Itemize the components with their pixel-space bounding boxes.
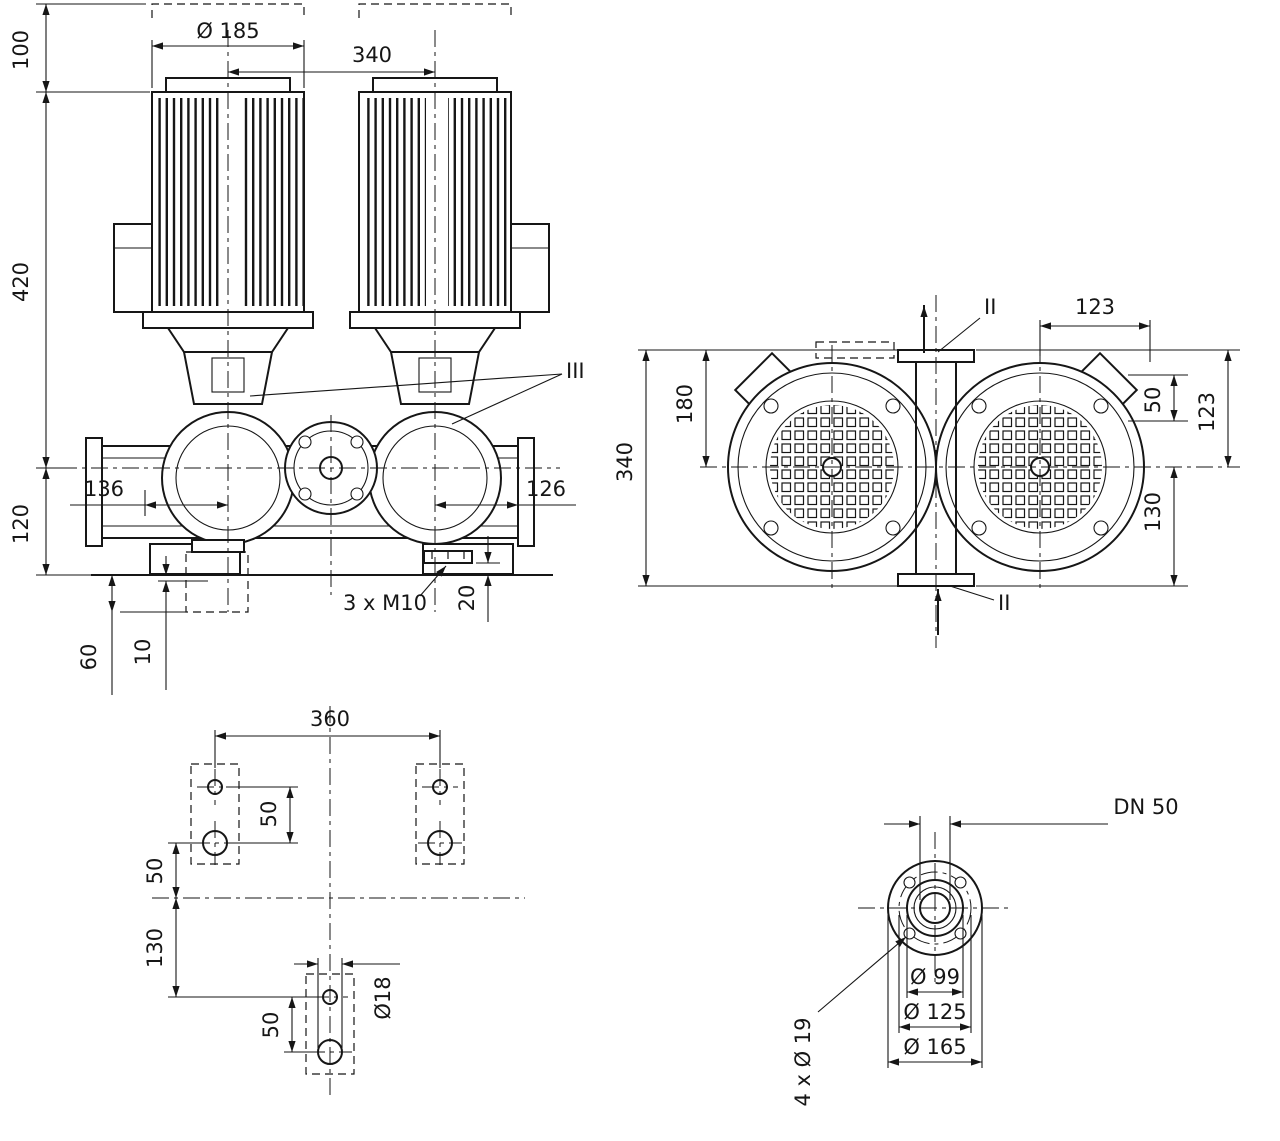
base-plan-view: 360 50 50 130 50 Ø18 bbox=[143, 706, 525, 1100]
label-dn50: DN 50 bbox=[1113, 795, 1178, 819]
flange-right bbox=[935, 362, 1145, 572]
dim-130-left: 130 bbox=[143, 928, 167, 968]
base-centerlines bbox=[152, 706, 525, 1100]
dim-motor-diameter: Ø 185 bbox=[196, 19, 259, 43]
dim-dia-165: Ø 165 bbox=[903, 1035, 966, 1059]
motor-lanterns bbox=[166, 327, 497, 405]
mounting-holes bbox=[190, 763, 465, 1075]
dim-360: 360 bbox=[310, 707, 350, 731]
dim-port-126: 126 bbox=[526, 477, 566, 501]
dim-base-10: 10 bbox=[131, 639, 155, 666]
dim-123-right: 123 bbox=[1195, 392, 1219, 432]
dim-flange-20: 20 bbox=[455, 585, 479, 612]
label-bolt-holes-19: 4 x Ø 19 bbox=[791, 1017, 815, 1106]
label-section-iii: III bbox=[566, 359, 585, 383]
label-section-ii-bottom: II bbox=[998, 591, 1010, 615]
dim-50-hole-pair-bottom: 50 bbox=[259, 1012, 283, 1039]
front-centerlines bbox=[60, 30, 560, 612]
bottom-ports bbox=[185, 539, 473, 613]
dim-180-left: 180 bbox=[673, 384, 697, 424]
dim-motor-spacing: 340 bbox=[352, 43, 392, 67]
dim-height-120: 120 bbox=[9, 504, 33, 544]
dim-base-60: 60 bbox=[77, 644, 101, 671]
top-centerlines bbox=[700, 295, 1240, 648]
pump-feet bbox=[91, 543, 553, 576]
label-section-ii-top: II bbox=[984, 295, 996, 319]
clearance-boxes bbox=[151, 3, 512, 18]
connecting-pipe bbox=[897, 349, 975, 587]
base-dimensions: 360 50 50 130 50 Ø18 bbox=[143, 707, 441, 1053]
flange-geometry bbox=[858, 832, 1012, 985]
dim-dia-125: Ø 125 bbox=[903, 1000, 966, 1024]
dim-dia-99: Ø 99 bbox=[910, 965, 960, 989]
dim-height-420: 420 bbox=[9, 262, 33, 302]
top-view: II II 123 50 123 130 bbox=[613, 295, 1240, 648]
dim-50-right: 50 bbox=[1141, 387, 1165, 414]
dim-130-right: 130 bbox=[1141, 492, 1165, 532]
flange-detail-view: DN 50 Ø 99 Ø 125 Ø 165 4 x Ø 19 bbox=[791, 795, 1179, 1107]
dim-clearance-100: 100 bbox=[9, 30, 33, 70]
dim-340-left: 340 bbox=[613, 442, 637, 482]
label-tapping-m10: 3 x M10 bbox=[343, 591, 427, 615]
top-dimensions: 123 50 123 130 180 340 bbox=[613, 295, 1240, 587]
front-view: Ø 185 340 100 420 120 136 126 bbox=[9, 3, 585, 695]
flange-dimensions: DN 50 Ø 99 Ø 125 Ø 165 4 x Ø 19 bbox=[791, 795, 1179, 1107]
dim-123-top: 123 bbox=[1075, 295, 1115, 319]
dim-50-hole-pair-top: 50 bbox=[257, 801, 281, 828]
dim-port-136: 136 bbox=[84, 477, 124, 501]
section-ii-arrows: II II bbox=[920, 295, 1010, 635]
motor-left bbox=[113, 77, 314, 329]
dim-50-left: 50 bbox=[143, 858, 167, 885]
front-dimensions: Ø 185 340 100 420 120 136 126 bbox=[9, 3, 585, 695]
dim-hole-diameter-18: Ø18 bbox=[371, 976, 395, 1019]
motor-right bbox=[349, 77, 550, 329]
